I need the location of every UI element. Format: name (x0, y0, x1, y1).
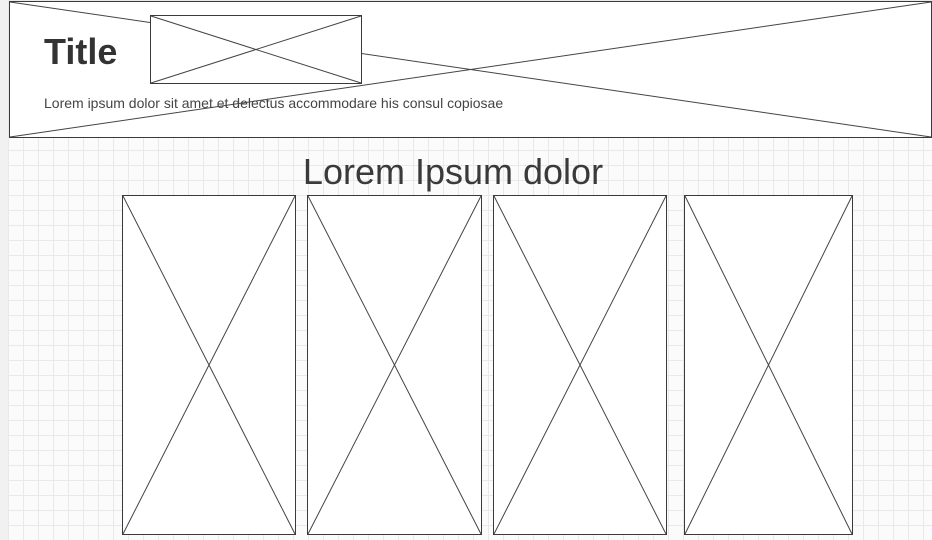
header-banner-image-placeholder (9, 1, 932, 138)
section-heading: Lorem Ipsum dolor (302, 151, 604, 192)
image-placeholder-icon (308, 196, 481, 534)
page-subtitle: Lorem ipsum dolor sit amet et delectus a… (44, 95, 504, 111)
image-placeholder-icon (685, 196, 852, 534)
image-placeholder-icon (151, 16, 361, 83)
card-image-placeholder-1[interactable] (122, 195, 296, 535)
page-title: Title (44, 31, 118, 72)
left-gutter (0, 0, 8, 540)
card-image-placeholder-3[interactable] (493, 195, 667, 535)
card-image-placeholder-4[interactable] (684, 195, 853, 535)
image-placeholder-icon (123, 196, 295, 534)
image-placeholder-icon (494, 196, 666, 534)
image-placeholder-icon (10, 2, 931, 137)
header-logo-image-placeholder[interactable] (150, 15, 362, 84)
card-image-placeholder-2[interactable] (307, 195, 482, 535)
